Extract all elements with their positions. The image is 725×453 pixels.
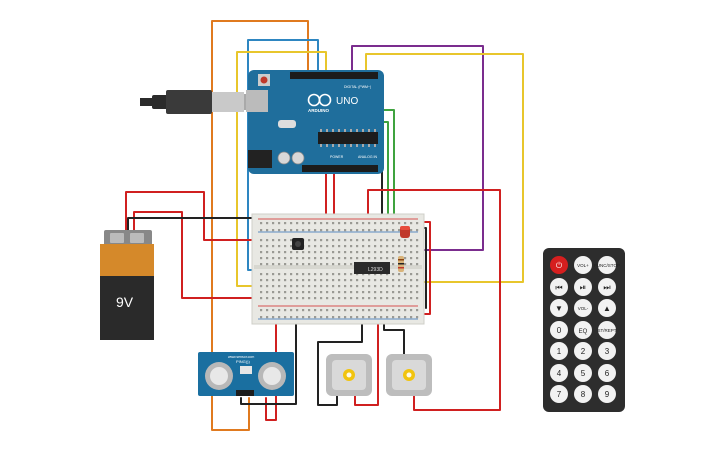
- remote-button-label: ST/REPT: [597, 328, 616, 333]
- remote-button-face: [574, 321, 592, 339]
- dc-motor-2[interactable]: [386, 354, 432, 396]
- remote-button-play-pause-icon[interactable]: ⏯: [574, 278, 592, 296]
- remote-button-face: [550, 299, 568, 317]
- remote-buttons: ⏻ VOL+ FUNC/STOP ⏮ ⏯ ⏭ ▼ VOL- ▲ 0 EQ ST/REPT 1 2 3 4 5 6 7…: [550, 256, 620, 403]
- remote-button-label: 1: [557, 347, 562, 356]
- arduino-analog-label: ANALOG IN: [358, 155, 378, 159]
- remote-button-face: [598, 256, 616, 274]
- ping-model-text: PING))): [236, 359, 250, 364]
- remote-button-eq[interactable]: EQ: [574, 321, 592, 339]
- remote-button-9[interactable]: 9: [598, 385, 616, 403]
- up-icon: ▲: [603, 304, 611, 313]
- remote-button-1[interactable]: 1: [550, 342, 568, 360]
- remote-button-power-icon[interactable]: ⏻: [550, 256, 568, 274]
- skip-back-icon: ⏮: [555, 283, 562, 292]
- remote-button-face: [598, 321, 616, 339]
- wire-yellow-right[interactable]: [365, 53, 524, 283]
- remote-button-face: [574, 385, 592, 403]
- remote-button-face: [574, 256, 592, 274]
- remote-button-face: [550, 278, 568, 296]
- remote-button-face: [574, 364, 592, 382]
- dc-motor-1[interactable]: [326, 354, 372, 396]
- remote-button-label: 6: [605, 369, 610, 378]
- wire-motor1-red[interactable]: [354, 295, 379, 406]
- remote-button-7[interactable]: 7: [550, 385, 568, 403]
- wire-red-right[interactable]: [367, 189, 501, 411]
- arduino-model-text: UNO: [336, 96, 358, 107]
- l293d-chip[interactable]: L293D: [354, 262, 390, 274]
- breadboard[interactable]: [251, 213, 425, 325]
- arduino-logo-text: ARDUINO: [308, 108, 329, 113]
- wire-purple[interactable]: [351, 45, 484, 251]
- remote-button-2[interactable]: 2: [574, 342, 592, 360]
- battery-label: 9V: [116, 294, 134, 310]
- battery-9v[interactable]: 9V: [100, 230, 154, 340]
- remote-button-label: 5: [581, 369, 586, 378]
- remote-button-face: [574, 299, 592, 317]
- remote-button-face: [598, 278, 616, 296]
- remote-button-8[interactable]: 8: [574, 385, 592, 403]
- remote-button-up-icon[interactable]: ▲: [598, 299, 616, 317]
- remote-button-face: [598, 299, 616, 317]
- remote-button-st-rept[interactable]: ST/REPT: [597, 321, 617, 339]
- wire-ping-black[interactable]: [240, 299, 297, 405]
- remote-button-0[interactable]: 0: [550, 321, 568, 339]
- breadboard-holes: [260, 222, 419, 319]
- power-icon: ⏻: [556, 261, 563, 270]
- remote-button-vol-[interactable]: VOL-: [574, 299, 592, 317]
- arduino-uno[interactable]: ARDUINO UNO DIGITAL (PWM~) POWER ANALOG …: [246, 70, 384, 174]
- arduino-power-label: POWER: [330, 155, 344, 159]
- arduino-digital-label: DIGITAL (PWM~): [344, 85, 371, 89]
- led[interactable]: [400, 226, 410, 238]
- remote-button-4[interactable]: 4: [550, 364, 568, 382]
- remote-button-label: VOL+: [577, 263, 589, 268]
- ultrasonic-sensor[interactable]: www.sensor.com PING))): [198, 352, 294, 396]
- remote-button-face: [550, 342, 568, 360]
- remote-button-label: 4: [557, 369, 562, 378]
- remote-button-face: [550, 385, 568, 403]
- remote-button-label: 7: [557, 390, 562, 399]
- remote-button-vol-[interactable]: VOL+: [574, 256, 592, 274]
- remote-button-func-stop[interactable]: FUNC/STOP: [594, 256, 620, 274]
- remote-button-label: 3: [605, 347, 610, 356]
- remote-button-6[interactable]: 6: [598, 364, 616, 382]
- remote-button-3[interactable]: 3: [598, 342, 616, 360]
- remote-button-down-icon[interactable]: ▼: [550, 299, 568, 317]
- remote-button-label: VOL-: [578, 306, 589, 311]
- usb-cable[interactable]: [140, 90, 254, 114]
- remote-button-face: [598, 342, 616, 360]
- remote-button-label: 8: [581, 390, 586, 399]
- wire-orange[interactable]: [211, 20, 309, 431]
- remote-button-skip-forward-icon[interactable]: ⏭: [598, 278, 616, 296]
- down-icon: ▼: [555, 304, 563, 313]
- remote-button-label: FUNC/STOP: [594, 263, 620, 268]
- ir-receiver[interactable]: [292, 238, 304, 250]
- remote-button-label: 9: [605, 390, 610, 399]
- skip-forward-icon: ⏭: [603, 283, 610, 292]
- play-pause-icon: ⏯: [580, 283, 586, 292]
- remote-button-face: [574, 278, 592, 296]
- ir-remote[interactable]: ⏻ VOL+ FUNC/STOP ⏮ ⏯ ⏭ ▼ VOL- ▲ 0 EQ ST/REPT 1 2 3 4 5 6 7…: [543, 248, 625, 412]
- remote-button-5[interactable]: 5: [574, 364, 592, 382]
- l293d-label: L293D: [368, 267, 383, 273]
- ping-site-text: www.sensor.com: [228, 355, 254, 359]
- remote-button-face: [550, 256, 568, 274]
- remote-button-face: [550, 321, 568, 339]
- remote-button-label: EQ: [579, 329, 588, 335]
- remote-button-face: [574, 342, 592, 360]
- wire-battery-black[interactable]: [127, 217, 263, 233]
- remote-button-label: 0: [557, 326, 562, 335]
- resistor[interactable]: [398, 256, 404, 272]
- remote-button-face: [598, 364, 616, 382]
- remote-button-label: 2: [581, 347, 586, 356]
- remote-button-skip-back-icon[interactable]: ⏮: [550, 278, 568, 296]
- remote-button-face: [550, 364, 568, 382]
- wire-motor1-black[interactable]: [317, 295, 363, 406]
- arduino-logo-icon: [307, 93, 332, 107]
- remote-button-face: [598, 385, 616, 403]
